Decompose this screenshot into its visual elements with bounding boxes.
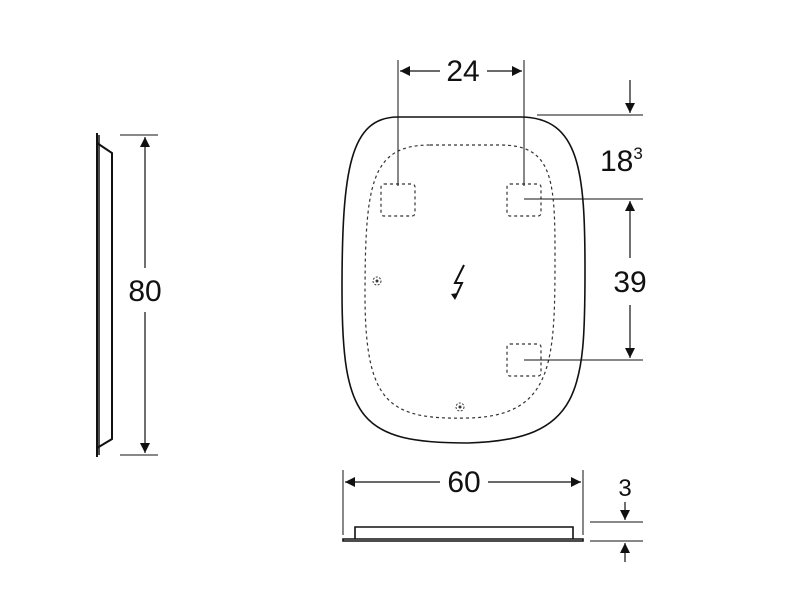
width-label: 60 xyxy=(447,466,480,499)
side-view: 80 xyxy=(96,133,162,457)
top-view-profile xyxy=(342,526,584,542)
top-spacing-dimension: 24 xyxy=(397,55,525,186)
depth-label: 3 xyxy=(618,475,631,502)
vertical-spacing-dimension: 39 xyxy=(524,198,647,361)
height-label: 80 xyxy=(128,275,161,308)
led-strip-dashed-outline xyxy=(364,144,556,419)
top-offset-label: 183 xyxy=(600,144,643,178)
top-spacing-label: 24 xyxy=(446,55,479,88)
mounting-point-bottom-right xyxy=(506,343,542,377)
sensor-dot-icon xyxy=(455,402,465,412)
top-offset-main: 18 xyxy=(600,145,633,178)
top-view: 60 3 xyxy=(342,466,643,562)
side-view-profile xyxy=(96,133,113,457)
mounting-point-top-right xyxy=(506,183,542,217)
top-offset-dimension: 183 xyxy=(537,80,643,178)
top-offset-superscript: 3 xyxy=(633,144,642,163)
mirror-outline xyxy=(341,116,586,444)
mounting-point-top-left xyxy=(380,183,416,217)
vertical-spacing-label: 39 xyxy=(613,266,646,299)
lightning-bolt-icon xyxy=(451,264,465,300)
sensor-dot-icon xyxy=(372,276,382,286)
front-view xyxy=(341,116,586,444)
